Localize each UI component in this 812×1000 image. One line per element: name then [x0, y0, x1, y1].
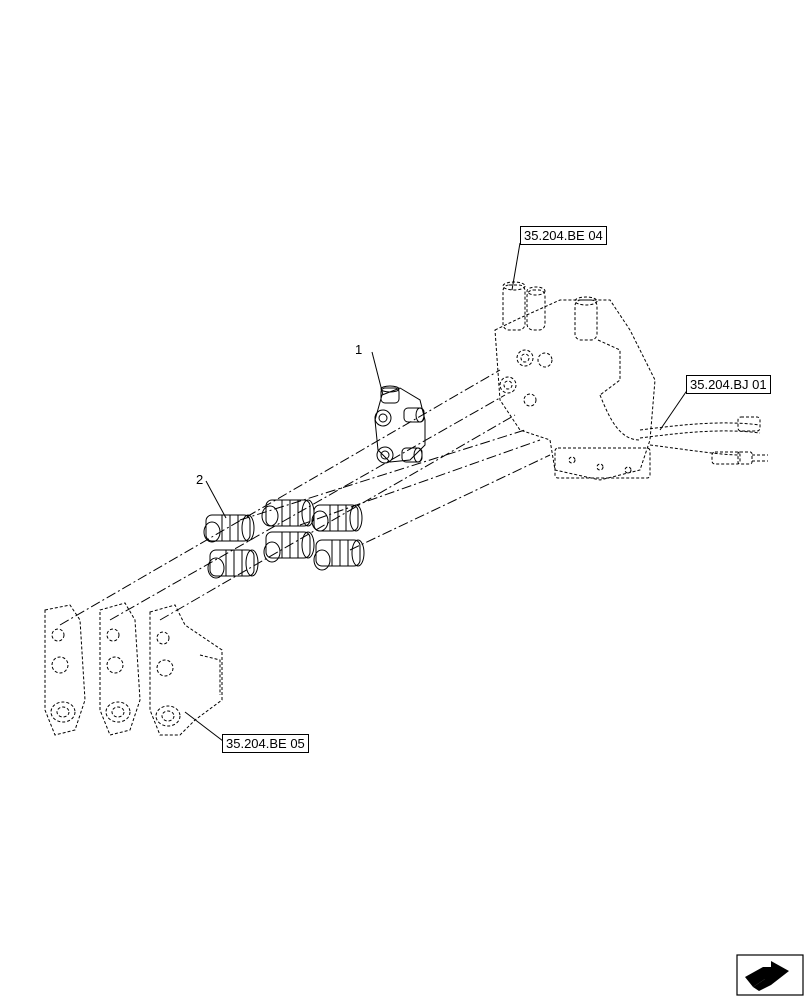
coupler-item-2a — [203, 514, 255, 543]
leader-line-ref-bottom — [184, 711, 224, 742]
leader-line-item-1 — [371, 351, 384, 396]
reference-label-top[interactable]: 35.204.BE 04 — [520, 226, 607, 245]
main-valve-block — [494, 281, 656, 481]
reference-label-bottom[interactable]: 35.204.BE 05 — [222, 734, 309, 753]
coupler-item-2f — [313, 539, 365, 571]
leader-line-item-2 — [205, 480, 227, 519]
coupler-item-2d — [207, 549, 259, 579]
lower-valve-sections — [44, 602, 223, 736]
next-page-arrow-icon[interactable] — [736, 954, 804, 996]
item-number-2: 2 — [196, 472, 204, 487]
coupler-item-2e — [263, 531, 315, 563]
leader-line-ref-right — [659, 388, 689, 431]
reference-label-right[interactable]: 35.204.BJ 01 — [686, 375, 771, 394]
fitting-item-1 — [374, 385, 426, 464]
coupler-item-2c — [311, 504, 363, 532]
assembly-centerlines — [59, 369, 551, 626]
item-number-1: 1 — [355, 342, 363, 357]
leader-line-ref-top — [511, 242, 521, 291]
wiring-harness — [639, 416, 768, 465]
